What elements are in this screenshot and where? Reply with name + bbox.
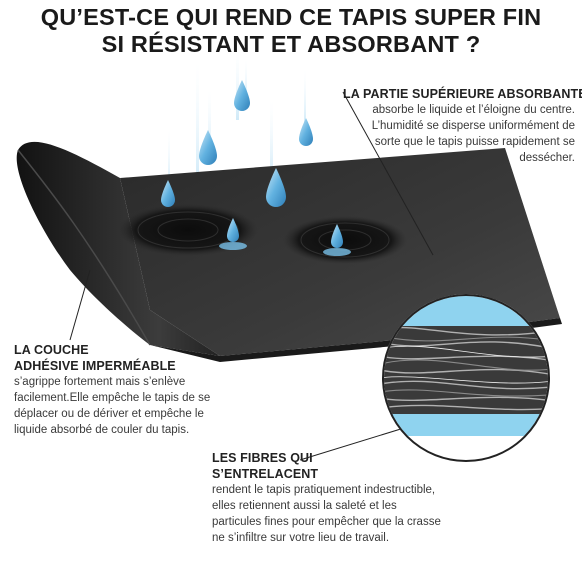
wet-spots [118, 204, 407, 264]
callout-fibers-heading-2: S’ENTRELACENT [212, 467, 319, 481]
falling-water-streaks [168, 50, 306, 190]
callout-absorbent-heading: LA PARTIE SUPÉRIEURE ABSORBANTE [343, 87, 582, 101]
callout-fibers-body: rendent le tapis pratiquement indestruct… [212, 484, 441, 544]
title-line-2: SI RÉSISTANT ET ABSORBANT ? [101, 31, 481, 57]
water-drop-icons [161, 80, 351, 256]
callout-adhesive-layer: LA COUCHE ADHÉSIVE IMPERMÉABLE s’agrippe… [14, 342, 214, 438]
page-title: QU’EST-CE QUI REND CE TAPIS SUPER FIN SI… [0, 4, 582, 58]
mat-curled-edge [16, 141, 221, 356]
callout-fibers: LES FIBRES QUI S’ENTRELACENT rendent le … [212, 450, 447, 546]
title-line-1: QU’EST-CE QUI REND CE TAPIS SUPER FIN [40, 4, 542, 30]
callout-absorbent-top: LA PARTIE SUPÉRIEURE ABSORBANTE absorbe … [343, 86, 582, 166]
callout-absorbent-body: absorbe le liquide et l’éloigne du centr… [371, 104, 575, 164]
callout-adhesive-heading-1: LA COUCHE [14, 343, 89, 357]
callout-fibers-heading-1: LES FIBRES QUI [212, 451, 313, 465]
callout-adhesive-heading-2: ADHÉSIVE IMPERMÉABLE [14, 359, 176, 373]
callout-adhesive-body: s’agrippe fortement mais s’enlève facile… [14, 376, 211, 436]
